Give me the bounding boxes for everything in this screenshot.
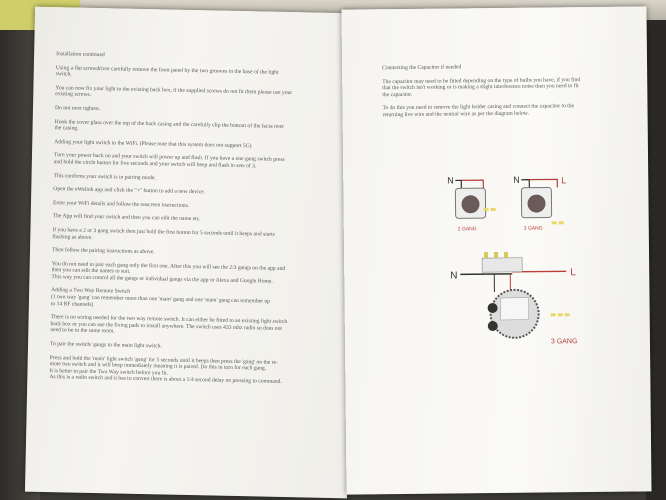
large-l-label: L [570, 267, 576, 278]
three-gang-diagram-large: N L 3 GANG [450, 251, 578, 345]
wiring-diagram: N 2 GANG N L 3 GANG N L [447, 175, 578, 346]
three-gang-diagram-small: N L 3 GANG [513, 175, 566, 232]
two-gang-label: 2 GANG [458, 226, 477, 232]
two-gang-diagram: N 2 GANG [447, 175, 496, 232]
three-gang-n-label: N [513, 175, 520, 185]
three-gang-label: 3 GANG [524, 226, 543, 232]
background-right [646, 20, 666, 500]
three-gang-capacitor-icon [527, 194, 546, 213]
terminal-block [481, 257, 523, 273]
two-gang-n-label: N [447, 175, 454, 185]
capacitor-upper-icon [487, 303, 498, 314]
two-gang-capacitor-icon [461, 195, 480, 214]
large-n-label: N [450, 270, 457, 281]
large-three-gang-label: 3 GANG [551, 338, 578, 345]
three-gang-l-label: L [561, 175, 566, 185]
capacitor-lower-icon [487, 321, 498, 332]
